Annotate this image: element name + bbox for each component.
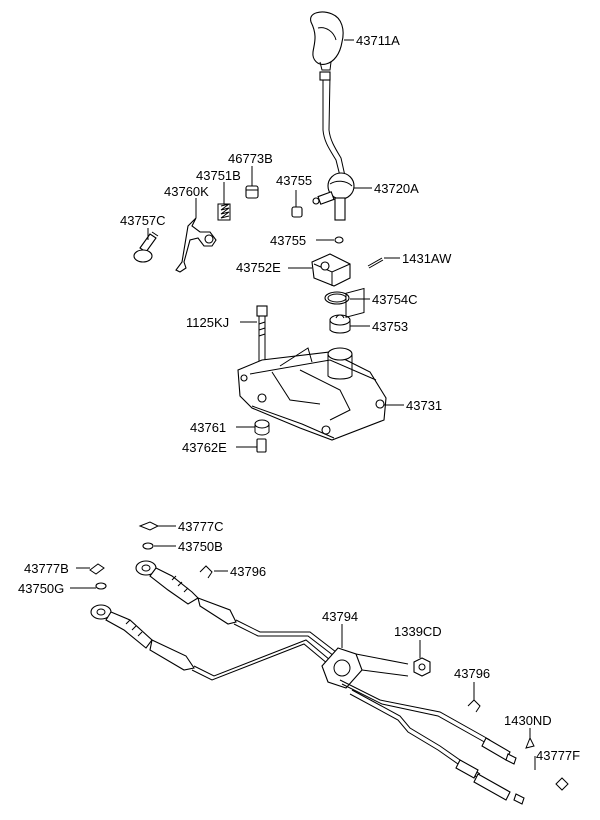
shift-lever-rod-part xyxy=(312,71,355,221)
bolt-part xyxy=(256,305,268,363)
label-43750G: 43750G xyxy=(18,581,64,596)
cable-clip-lower-part xyxy=(467,699,481,713)
lever-housing-part xyxy=(237,287,387,441)
label-43752E: 43752E xyxy=(236,260,281,275)
label-1430ND: 1430ND xyxy=(504,713,552,728)
washer-part xyxy=(334,236,344,244)
label-43777F: 43777F xyxy=(536,748,580,763)
label-1339CD: 1339CD xyxy=(394,624,442,639)
label-43777B: 43777B xyxy=(24,561,69,576)
part-labels: 43711A 46773B 43751B 43755 43760K 43720A… xyxy=(18,33,580,763)
spring-part xyxy=(217,203,231,221)
label-43731: 43731 xyxy=(406,398,442,413)
nut-part xyxy=(413,657,431,677)
label-43762E: 43762E xyxy=(182,440,227,455)
collar-part xyxy=(256,438,267,453)
shift-cable-part xyxy=(90,604,331,681)
grommet-part xyxy=(254,419,270,436)
bushing-part xyxy=(245,185,259,199)
cable-end-lower-part xyxy=(513,793,525,805)
spring-pin-part xyxy=(367,257,384,269)
cable-end-upper-part xyxy=(505,753,517,765)
label-43720A: 43720A xyxy=(374,181,419,196)
label-43777C: 43777C xyxy=(178,519,224,534)
ring-part xyxy=(324,291,350,305)
washer-upper-part xyxy=(142,542,154,550)
cable-bracket-part xyxy=(321,647,409,689)
clip-lower-right-part xyxy=(555,777,569,791)
label-43755-upper: 43755 xyxy=(276,173,312,188)
label-43754C: 43754C xyxy=(372,292,418,307)
clip-left-part xyxy=(89,563,105,575)
ball-bushing-part xyxy=(329,314,351,334)
label-43796-lower: 43796 xyxy=(454,666,490,681)
washer-left-part xyxy=(95,582,107,590)
pin-part xyxy=(133,231,159,263)
cable-pin-part xyxy=(525,736,535,749)
cable-clip-upper-part xyxy=(199,565,213,579)
label-43751B: 43751B xyxy=(196,168,241,183)
label-43755-lower: 43755 xyxy=(270,233,306,248)
shifter-base-part xyxy=(311,253,351,287)
label-43750B: 43750B xyxy=(178,539,223,554)
label-43794: 43794 xyxy=(322,609,358,624)
cable-run-right-part xyxy=(339,679,511,801)
label-43796-upper: 43796 xyxy=(230,564,266,579)
select-cable-part xyxy=(135,560,337,657)
label-43761: 43761 xyxy=(190,420,226,435)
shift-knob-part xyxy=(310,11,344,71)
label-46773B: 46773B xyxy=(228,151,273,166)
label-43760K: 43760K xyxy=(164,184,209,199)
label-43711A: 43711A xyxy=(356,33,400,48)
clip-upper-part xyxy=(138,521,160,531)
small-bushing-part xyxy=(291,206,303,218)
label-1125KJ: 1125KJ xyxy=(186,315,229,330)
label-43753: 43753 xyxy=(372,319,408,334)
label-1431AW: 1431AW xyxy=(402,251,452,266)
leader-lines xyxy=(70,39,536,770)
select-lever-part xyxy=(175,217,217,273)
label-43757C: 43757C xyxy=(120,213,166,228)
